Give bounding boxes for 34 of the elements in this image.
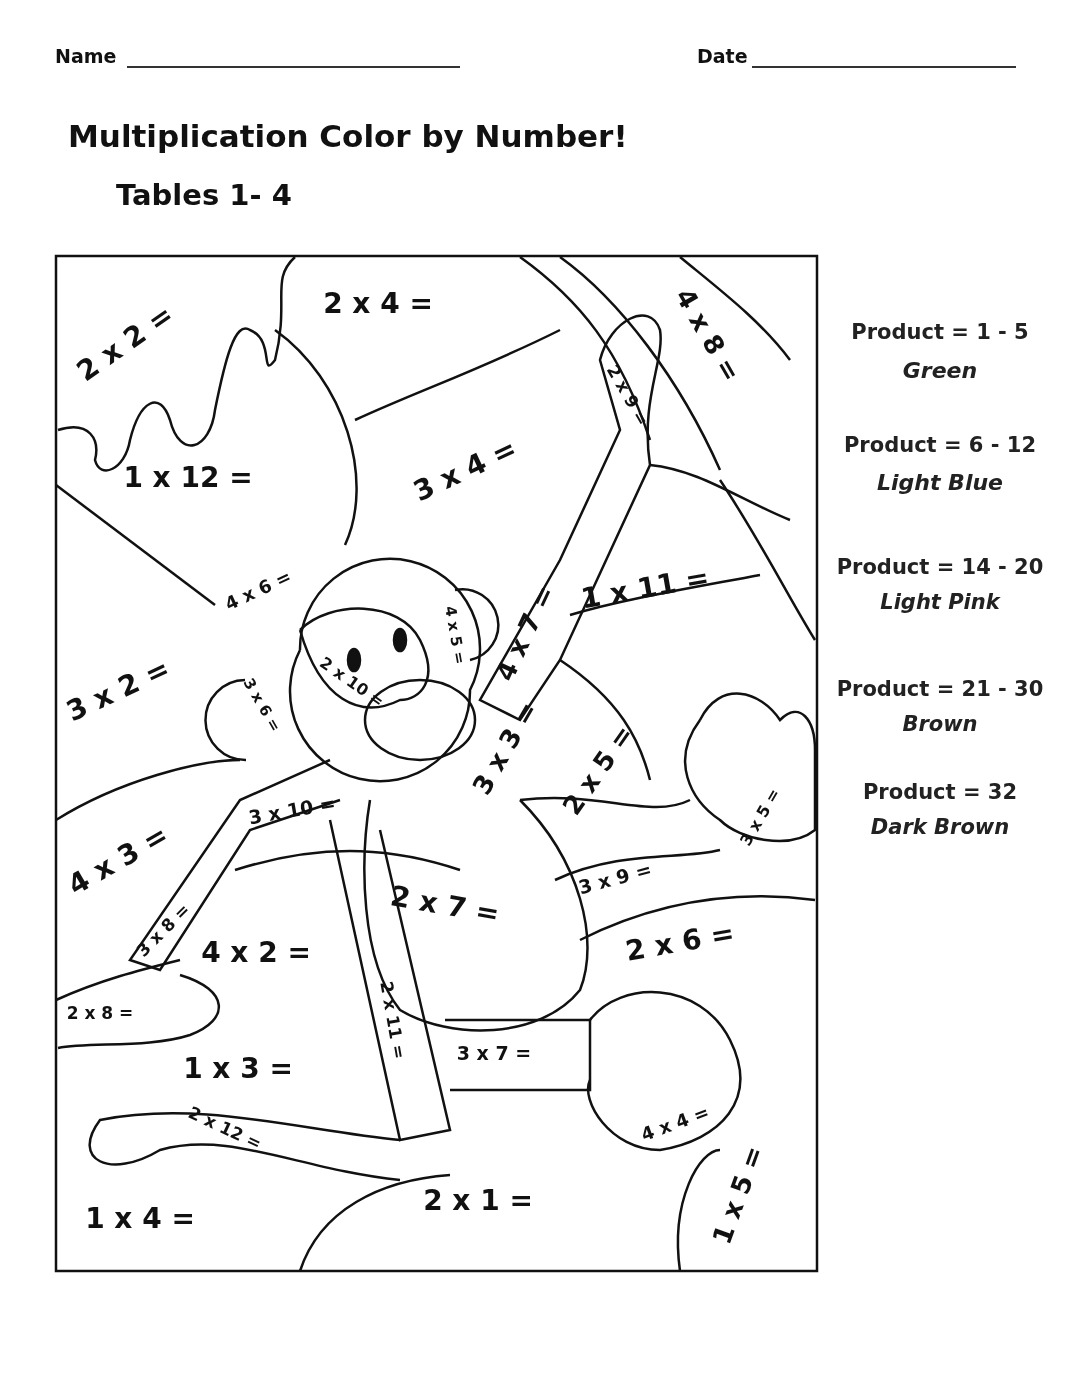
equation-label: 4 x 8 = — [669, 283, 747, 387]
equation-label: 3 x 4 = — [408, 431, 522, 509]
equation-label: 4 x 5 = — [441, 604, 469, 666]
equation-label: 1 x 5 = — [706, 1142, 770, 1248]
worksheet-title: Multiplication Color by Number! — [68, 118, 628, 154]
equation-label: 1 x 4 = — [85, 1201, 195, 1235]
field-label: Date — [697, 45, 748, 67]
equation-label: 3 x 6 = — [239, 675, 285, 735]
equation-label: 4 x 2 = — [201, 935, 311, 969]
color-key-text: Product = 21 - 30 — [836, 677, 1044, 701]
equation-label: 2 x 4 = — [323, 286, 433, 320]
equation-label: 3 x 2 = — [61, 651, 175, 729]
equation-label: 1 x 12 = — [123, 460, 253, 494]
equation-label: 1 x 3 = — [183, 1051, 293, 1085]
equation-label: 2 x 6 = — [623, 916, 737, 968]
color-key-text: Dark Brown — [870, 815, 1010, 839]
color-key-text: Product = 6 - 12 — [844, 433, 1036, 457]
color-key-text: Product = 1 - 5 — [851, 320, 1029, 344]
color-key-text: Light Pink — [880, 590, 1000, 614]
color-key-text: Brown — [902, 712, 978, 736]
color-key-text: Green — [902, 358, 978, 383]
equation-label: 3 x 7 = — [456, 1042, 532, 1064]
equation-label: 4 x 4 = — [638, 1101, 712, 1145]
equation-label: 2 x 8 = — [66, 1003, 134, 1023]
worksheet-subtitle: Tables 1- 4 — [116, 178, 292, 212]
equation-label: 2 x 2 = — [70, 298, 180, 388]
field-label: Name — [55, 45, 117, 67]
color-key-text: Light Blue — [877, 470, 1003, 495]
equation-label: 4 x 3 = — [62, 818, 174, 902]
equation-label: 3 x 9 = — [576, 857, 654, 899]
color-key-text: Product = 14 - 20 — [836, 555, 1044, 579]
color-key-text: Product = 32 — [862, 780, 1018, 804]
equation-label: 2 x 1 = — [423, 1183, 533, 1217]
equation-label: 4 x 6 = — [221, 565, 295, 615]
